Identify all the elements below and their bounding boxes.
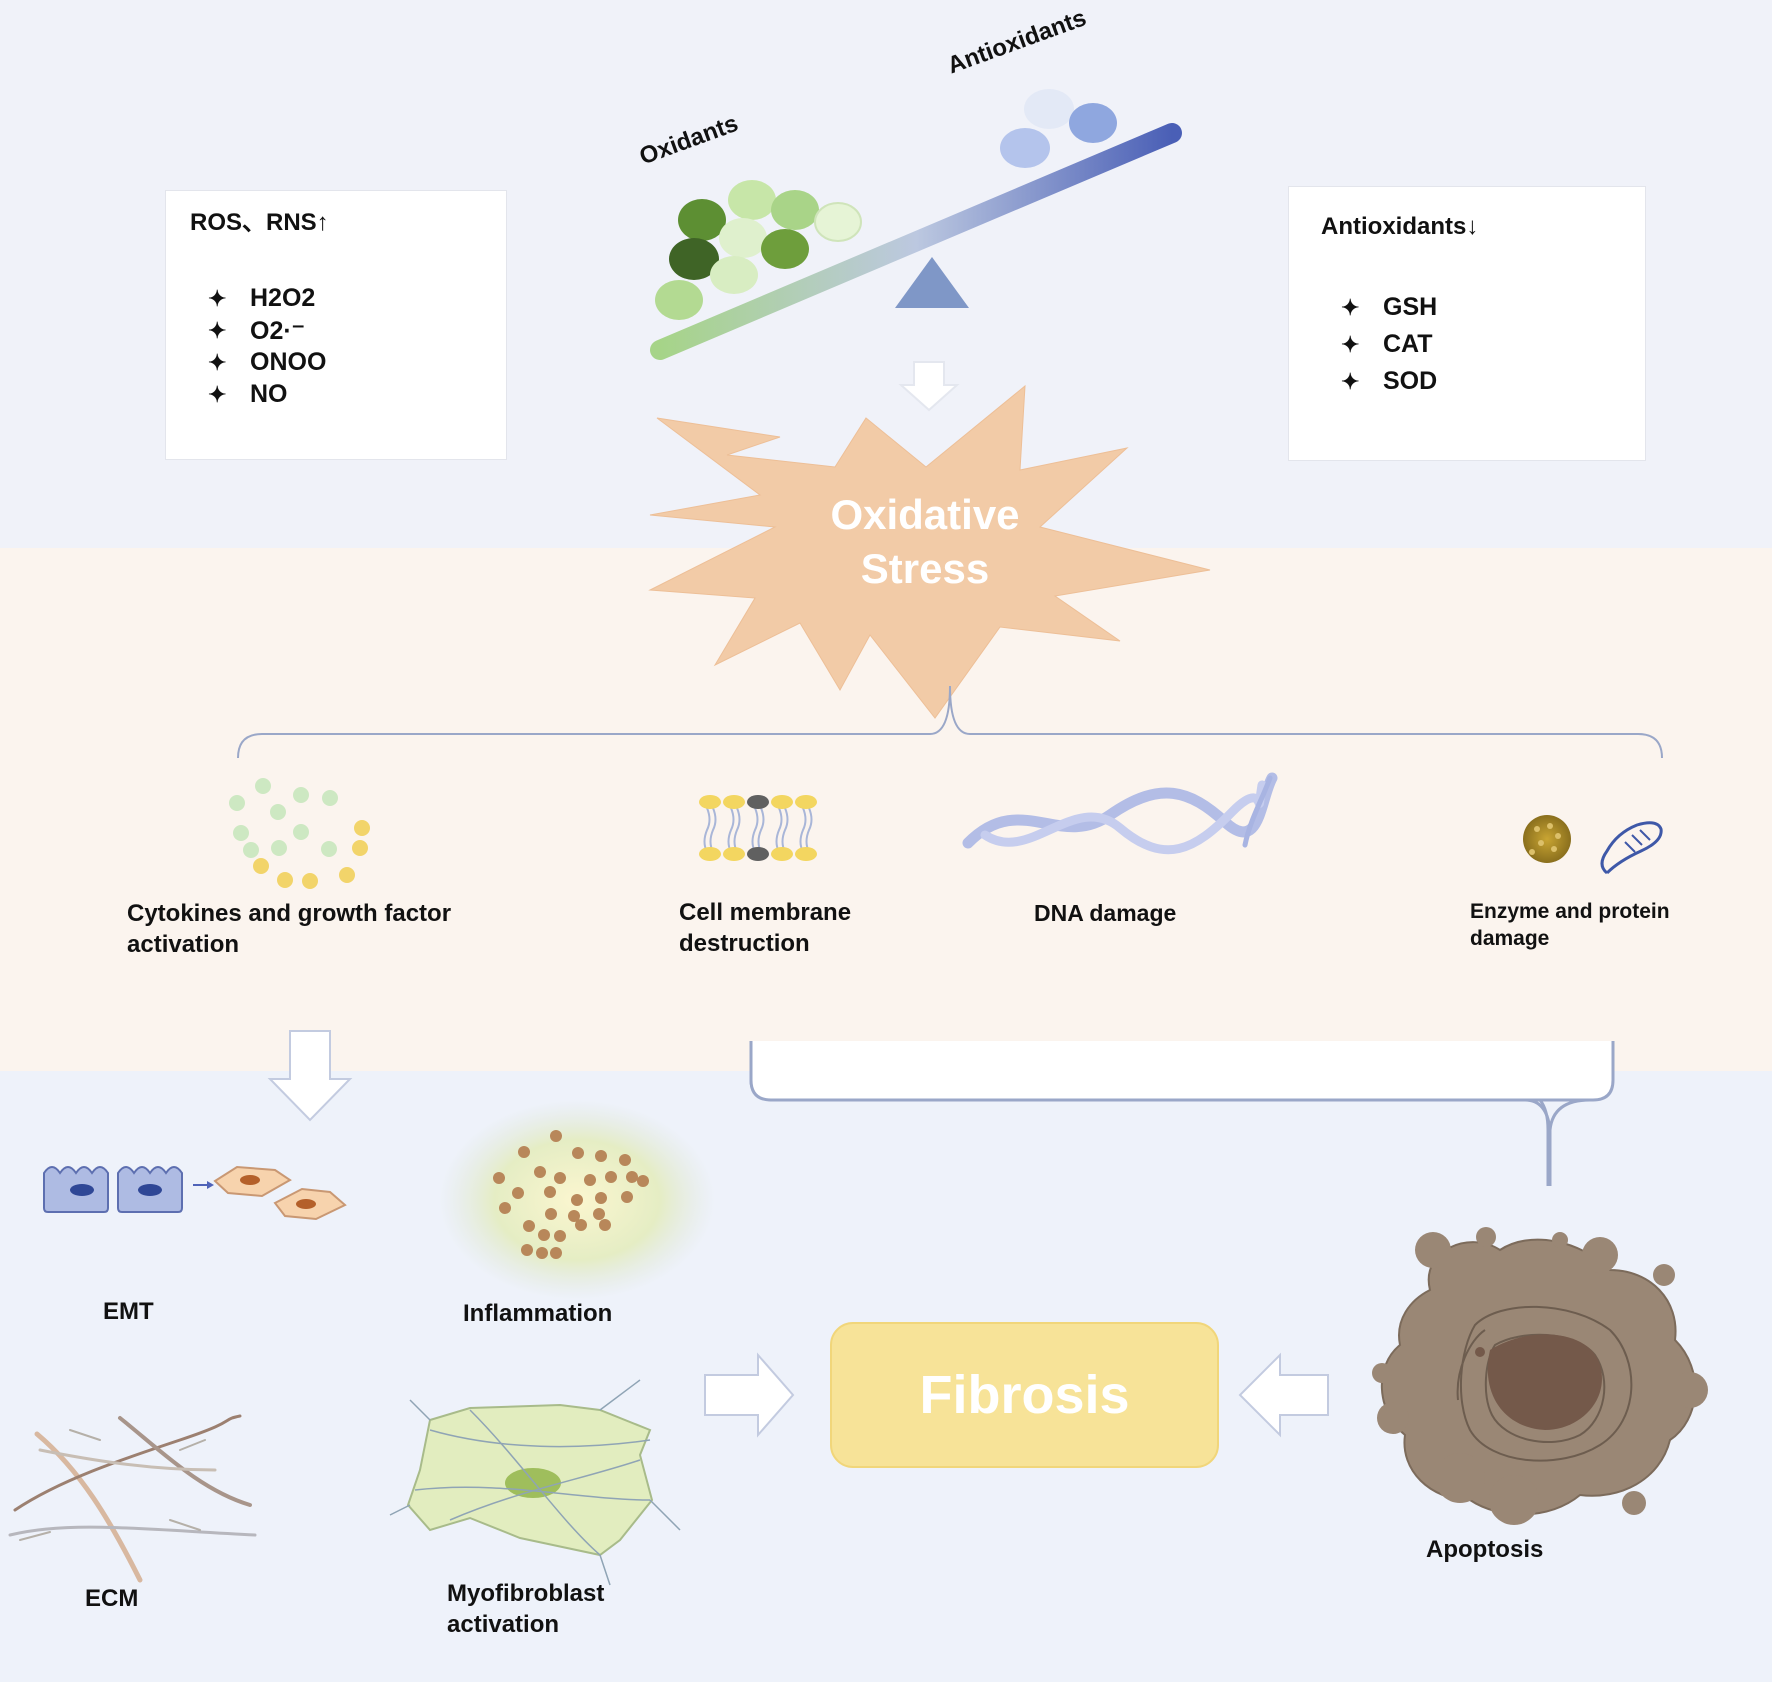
membrane-label: Cell membrane destruction <box>679 897 851 959</box>
bullet-icon: ✦ <box>208 349 227 375</box>
ros-item-label: NO <box>250 380 288 408</box>
bullet-icon: ✦ <box>208 318 227 343</box>
down-arrow-large <box>267 1030 353 1122</box>
cytokine-dots-icon <box>229 778 370 889</box>
ros-item: ✦ O2·⁻ <box>208 316 305 346</box>
antioxidant-item-label: GSH <box>1383 293 1438 321</box>
oxidative-stress-starburst <box>648 384 1211 719</box>
seesaw-fulcrum <box>895 257 969 308</box>
enzyme-label-line1: Enzyme and protein <box>1470 900 1670 923</box>
membrane-label-line2: destruction <box>679 930 810 957</box>
bullet-icon: ✦ <box>208 285 227 311</box>
ros-item: ✦ ONOO <box>208 348 326 377</box>
inflammation-label: Inflammation <box>463 1300 613 1327</box>
emt-cells-icon <box>43 1165 347 1221</box>
enzyme-label: Enzyme and protein damage <box>1470 898 1670 952</box>
ros-item-label: H2O2 <box>250 284 316 312</box>
bullet-icon: ✦ <box>1341 368 1360 394</box>
ecm-fibers-icon <box>8 1414 257 1583</box>
ros-item-label: O2·⁻ <box>250 317 305 345</box>
cytokines-label-line1: Cytokines and growth factor <box>127 900 452 927</box>
antioxidant-item-label: SOD <box>1383 367 1438 395</box>
seesaw <box>650 123 1182 360</box>
ros-rns-box: ROS、RNS↑ ✦ H2O2 ✦ O2·⁻ ✦ ONOO ✦ NO <box>165 190 507 460</box>
apoptotic-cell-icon <box>1372 1227 1708 1525</box>
oxidative-stress-title: Oxidative Stress <box>780 488 1070 596</box>
ros-item: ✦ NO <box>208 380 288 409</box>
apoptosis-bracket-bar <box>749 1041 1615 1102</box>
myofibroblast-icon <box>389 1379 681 1586</box>
apoptosis-label: Apoptosis <box>1426 1536 1544 1563</box>
effects-bracket <box>237 685 1663 759</box>
membrane-label-line1: Cell membrane <box>679 899 852 926</box>
antioxidant-item: ✦ SOD <box>1341 367 1437 396</box>
antioxidant-item: ✦ CAT <box>1341 330 1433 359</box>
enzyme-label-line2: damage <box>1470 927 1550 950</box>
antioxidants-box: Antioxidants↓ ✦ GSH ✦ CAT ✦ SOD <box>1288 186 1646 461</box>
antioxidant-item: ✦ GSH <box>1341 293 1437 322</box>
apoptosis-bracket-stem <box>1538 1099 1550 1186</box>
ros-item-label: ONOO <box>250 348 327 376</box>
ecm-label: ECM <box>85 1585 139 1612</box>
down-arrow-small <box>898 361 960 412</box>
fibrosis-box <box>830 1322 1219 1468</box>
arrow-into-fibrosis-right <box>1238 1352 1329 1438</box>
myofibroblast-label-line1: Myofibroblast <box>447 1580 605 1607</box>
ros-item: ✦ H2O2 <box>208 284 315 313</box>
bullet-icon: ✦ <box>1341 331 1360 357</box>
bullet-icon: ✦ <box>1341 294 1360 320</box>
inflammation-icon <box>439 1100 715 1300</box>
oxidative-stress-line1: Oxidative <box>830 491 1020 538</box>
antioxidant-item-label: CAT <box>1383 330 1433 358</box>
cytokines-label: Cytokines and growth factor activation <box>127 898 451 960</box>
myofibroblast-label-line2: activation <box>447 1611 560 1638</box>
fibrosis-title: Fibrosis <box>919 1365 1130 1425</box>
antioxidant-balls <box>1000 89 1117 168</box>
myofibroblast-label: Myofibroblast activation <box>447 1578 604 1640</box>
cytokines-label-line2: activation <box>127 931 240 958</box>
antioxidants-box-title: Antioxidants↓ <box>1321 213 1479 240</box>
arrow-into-fibrosis-left <box>704 1352 795 1438</box>
bullet-icon: ✦ <box>208 381 227 407</box>
oxidative-stress-line2: Stress <box>860 545 990 592</box>
emt-label: EMT <box>103 1298 154 1325</box>
dna-helix-icon <box>962 772 1278 855</box>
dna-damage-label: DNA damage <box>1034 900 1177 926</box>
oxidant-balls <box>655 180 862 320</box>
enzyme-protein-icon <box>1523 815 1663 875</box>
ros-rns-title: ROS、RNS↑ <box>190 209 329 236</box>
cell-membrane-icon <box>699 795 817 861</box>
